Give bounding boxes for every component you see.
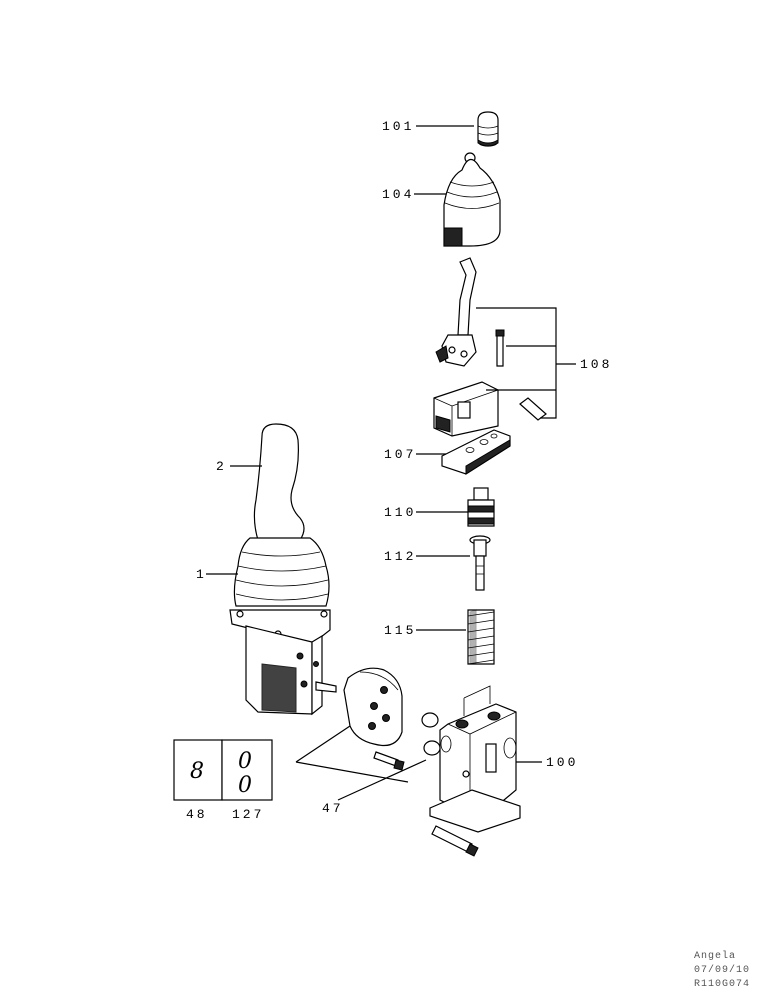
part-101-knob: [477, 111, 499, 147]
part-47-bolt-short: [373, 751, 405, 771]
callout-2: 2: [216, 459, 227, 474]
callout-100: 100: [546, 755, 578, 770]
stamp-author: Angela: [694, 950, 736, 962]
callout-48: 48: [186, 807, 208, 822]
callout-101: 101: [382, 119, 414, 134]
part-108-spring-pin: [519, 397, 547, 421]
part-1-lever-assembly: [229, 537, 337, 716]
part-108-pin: [495, 329, 505, 367]
part-100-valve-body: [429, 685, 521, 833]
kit-glyph-127-top: 0: [238, 749, 252, 774]
part-107-plate: [441, 429, 511, 475]
part-115-spring: [467, 609, 495, 665]
callout-110: 110: [384, 505, 416, 520]
callout-104: 104: [382, 187, 414, 202]
part-110-bushing: [467, 487, 495, 527]
callout-1: 1: [196, 567, 207, 582]
part-112-push-rod: [469, 535, 491, 591]
callout-115: 115: [384, 623, 416, 638]
callout-127: 127: [232, 807, 264, 822]
part-o-rings: [421, 712, 441, 756]
part-108-holder: [433, 381, 499, 437]
seal-kit-box: 8 0 0: [173, 739, 273, 801]
callout-108: 108: [580, 357, 612, 372]
kit-glyph-127-bottom: 0: [238, 773, 252, 798]
part-connector-plate: [343, 667, 403, 747]
part-104-boot: [443, 152, 501, 247]
part-2-handle-grip: [253, 423, 305, 541]
part-47-bolt-long: [431, 825, 479, 857]
leader-108-bracket: [476, 307, 576, 419]
stamp-date: 07/09/10: [694, 964, 750, 976]
callout-47: 47: [322, 801, 344, 816]
leader-47: [295, 725, 427, 801]
callout-112: 112: [384, 549, 416, 564]
part-108-lever: [435, 257, 477, 367]
callout-107: 107: [384, 447, 416, 462]
kit-glyph-48: 8: [190, 759, 204, 784]
stamp-code: R110G074: [694, 979, 750, 990]
